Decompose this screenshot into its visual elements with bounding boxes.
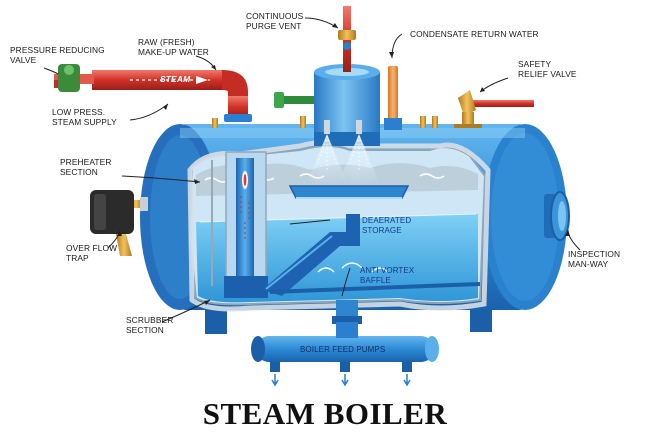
condensate-return-pipe: [384, 66, 402, 130]
label-safety-relief-valve: SAFETY RELIEF VALVE: [518, 60, 577, 79]
safety-relief-valve: [454, 90, 534, 128]
label-continuous-purge-vent: CONTINUOUS PURGE VENT: [246, 12, 303, 31]
inspection-manway: [544, 192, 569, 240]
label-preheater-section: PREHEATER SECTION: [60, 158, 111, 177]
tray-distributor: [290, 186, 408, 198]
boiler-feed-pumps: [251, 300, 439, 385]
makeup-water-inlet: [274, 92, 314, 108]
label-pressure-reducing-valve: PRESSURE REDUCING VALVE: [10, 46, 105, 65]
label-condensate-return-water: CONDENSATE RETURN WATER: [410, 30, 539, 40]
pressure-reducing-valve: [54, 64, 94, 92]
label-deaerated-storage: DEAERATED STORAGE: [362, 216, 411, 235]
label-scrubber-section: SCRUBBER SECTION: [126, 316, 173, 335]
purge-vent-pipe: [338, 6, 356, 72]
label-low-press-steam-supply: LOW PRESS. STEAM SUPPLY: [52, 108, 117, 127]
label-steam: STEAM: [160, 75, 190, 85]
label-anti-vortex-baffle: ANTI VORTEX BAFFLE: [360, 266, 414, 285]
label-inspection-manway: INSPECTION MAN-WAY: [568, 250, 620, 269]
label-over-flow-trap: OVER FLOW TRAP: [66, 244, 117, 263]
label-raw-makeup-water: RAW (FRESH) MAKE-UP WATER: [138, 38, 209, 57]
diagram-title: STEAM BOILER: [0, 396, 650, 432]
label-boiler-feed-pumps: BOILER FEED PUMPS: [300, 345, 385, 355]
